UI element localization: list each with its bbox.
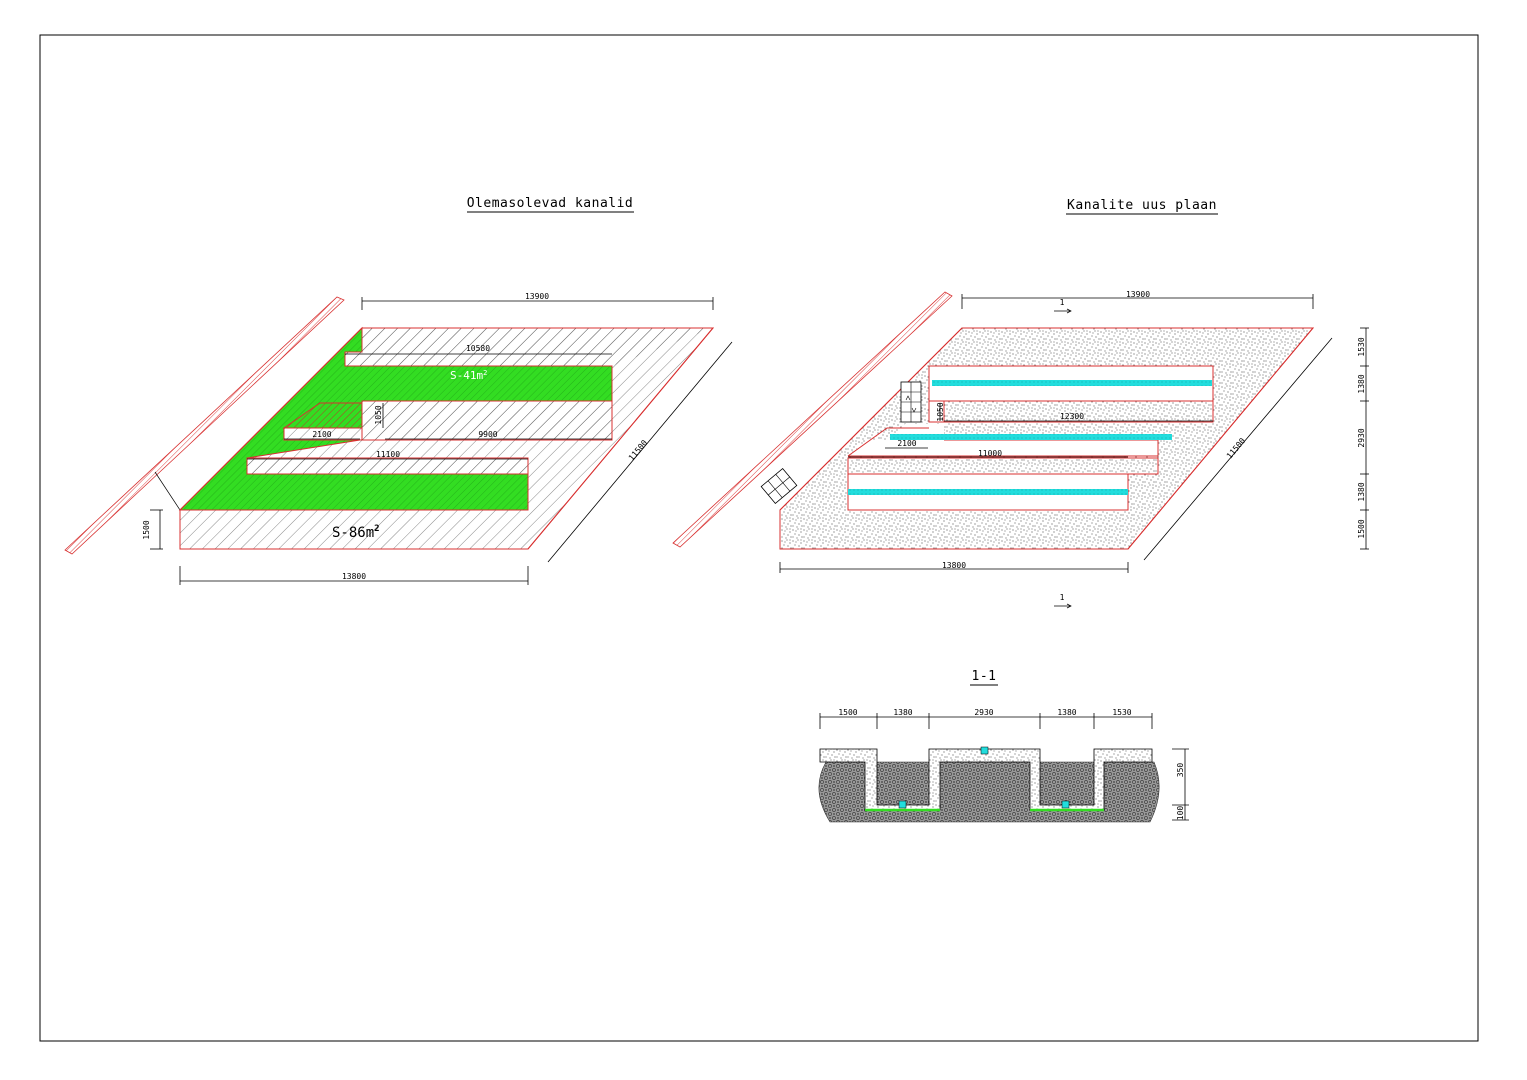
new-dim-diagonal-label: 11500 bbox=[1225, 436, 1247, 460]
rail-track bbox=[64, 296, 345, 555]
section-cyan-marker-2 bbox=[980, 746, 989, 755]
new-dim-line-diagonal bbox=[1143, 337, 1333, 561]
dim-left-vert-label: 1500 bbox=[142, 520, 151, 539]
existing-wall-3 bbox=[345, 328, 713, 366]
dim-diagonal-label: 11500 bbox=[627, 438, 649, 462]
section-arrow-head bbox=[1066, 603, 1072, 609]
new-channel-mid-wall bbox=[847, 457, 1159, 475]
new-channel-middle-outline bbox=[847, 427, 929, 457]
section-dim-4: 1380 bbox=[1057, 708, 1076, 717]
existing-wall-2 bbox=[246, 457, 529, 475]
dim-mid-label: 11100 bbox=[376, 450, 400, 459]
rail-connector bbox=[154, 471, 181, 511]
existing-channels-plan: Olemasolevad kanalid 13900 10580 2100 99… bbox=[64, 196, 733, 585]
dim-top-label: 13900 bbox=[525, 292, 549, 301]
dim-right-mid-label: 9900 bbox=[478, 430, 497, 439]
cyan-strip-mid bbox=[890, 434, 1172, 440]
new-channels-plan: Kanalite uus plaan bbox=[672, 198, 1369, 609]
new-dim-bottom-label: 13800 bbox=[942, 561, 966, 570]
dim-inner-top-label: 10580 bbox=[466, 344, 490, 353]
dim-left-small-label: 2100 bbox=[312, 430, 331, 439]
new-plan-title: Kanalite uus plaan bbox=[1067, 198, 1217, 213]
new-dim-right-2: 1380 bbox=[1357, 374, 1366, 393]
section-title: 1-1 bbox=[972, 669, 997, 684]
existing-red-hatch bbox=[282, 402, 363, 429]
sheet-border bbox=[39, 34, 1479, 1042]
new-site-outline-redraw bbox=[779, 327, 1315, 550]
new-dim-top-label: 13900 bbox=[1126, 290, 1150, 299]
section-dim-3: 2930 bbox=[974, 708, 993, 717]
section-cyan-marker-1 bbox=[898, 800, 907, 809]
existing-title: Olemasolevad kanalid bbox=[467, 196, 634, 211]
new-dim-vert-small-label: 1050 bbox=[936, 402, 945, 421]
existing-outline-redraw bbox=[179, 327, 715, 550]
new-channel-upper-wall bbox=[943, 400, 1214, 423]
section-dim-1: 1500 bbox=[838, 708, 857, 717]
new-dim-right-1: 1530 bbox=[1357, 337, 1366, 356]
new-dim-right-5: 1500 bbox=[1357, 519, 1366, 538]
rail-track-new bbox=[672, 291, 953, 548]
new-dim-mid-label: 12300 bbox=[1060, 412, 1084, 421]
new-dim-right-4: 1380 bbox=[1357, 482, 1366, 501]
dim-line-diagonal bbox=[547, 341, 733, 563]
area-green-label: S-41m2 bbox=[450, 369, 487, 382]
section-vert-dim-bottom-label: 100 bbox=[1176, 806, 1185, 821]
section-arrow-head bbox=[1066, 308, 1072, 314]
dim-vertical-small-label: 1050 bbox=[374, 405, 383, 424]
new-dim-small-label: 2100 bbox=[897, 439, 916, 448]
section-dim-2: 1380 bbox=[893, 708, 912, 717]
section-marker-bottom: 1 bbox=[1060, 593, 1065, 602]
new-channel-middle bbox=[848, 424, 1158, 458]
section-cyan-marker-3 bbox=[1061, 800, 1070, 809]
area-total-label: S-86m2 bbox=[332, 524, 380, 541]
dim-bottom-label: 13800 bbox=[342, 572, 366, 581]
cyan-strip-bottom bbox=[848, 489, 1128, 495]
section-marker-top: 1 bbox=[1060, 298, 1065, 307]
new-dim-lower-label: 11000 bbox=[978, 449, 1002, 458]
section-vert-dim-top-label: 350 bbox=[1176, 763, 1185, 778]
section-dim-5: 1530 bbox=[1112, 708, 1131, 717]
section-1-1: 1-1 1500 1380 2930 1380 1530 350 100 bbox=[818, 669, 1189, 823]
new-dim-right-3: 2930 bbox=[1357, 428, 1366, 447]
cyan-strip-top bbox=[932, 380, 1212, 386]
stair-symbol-lower bbox=[760, 468, 798, 504]
stair-symbol-upper bbox=[900, 381, 922, 423]
